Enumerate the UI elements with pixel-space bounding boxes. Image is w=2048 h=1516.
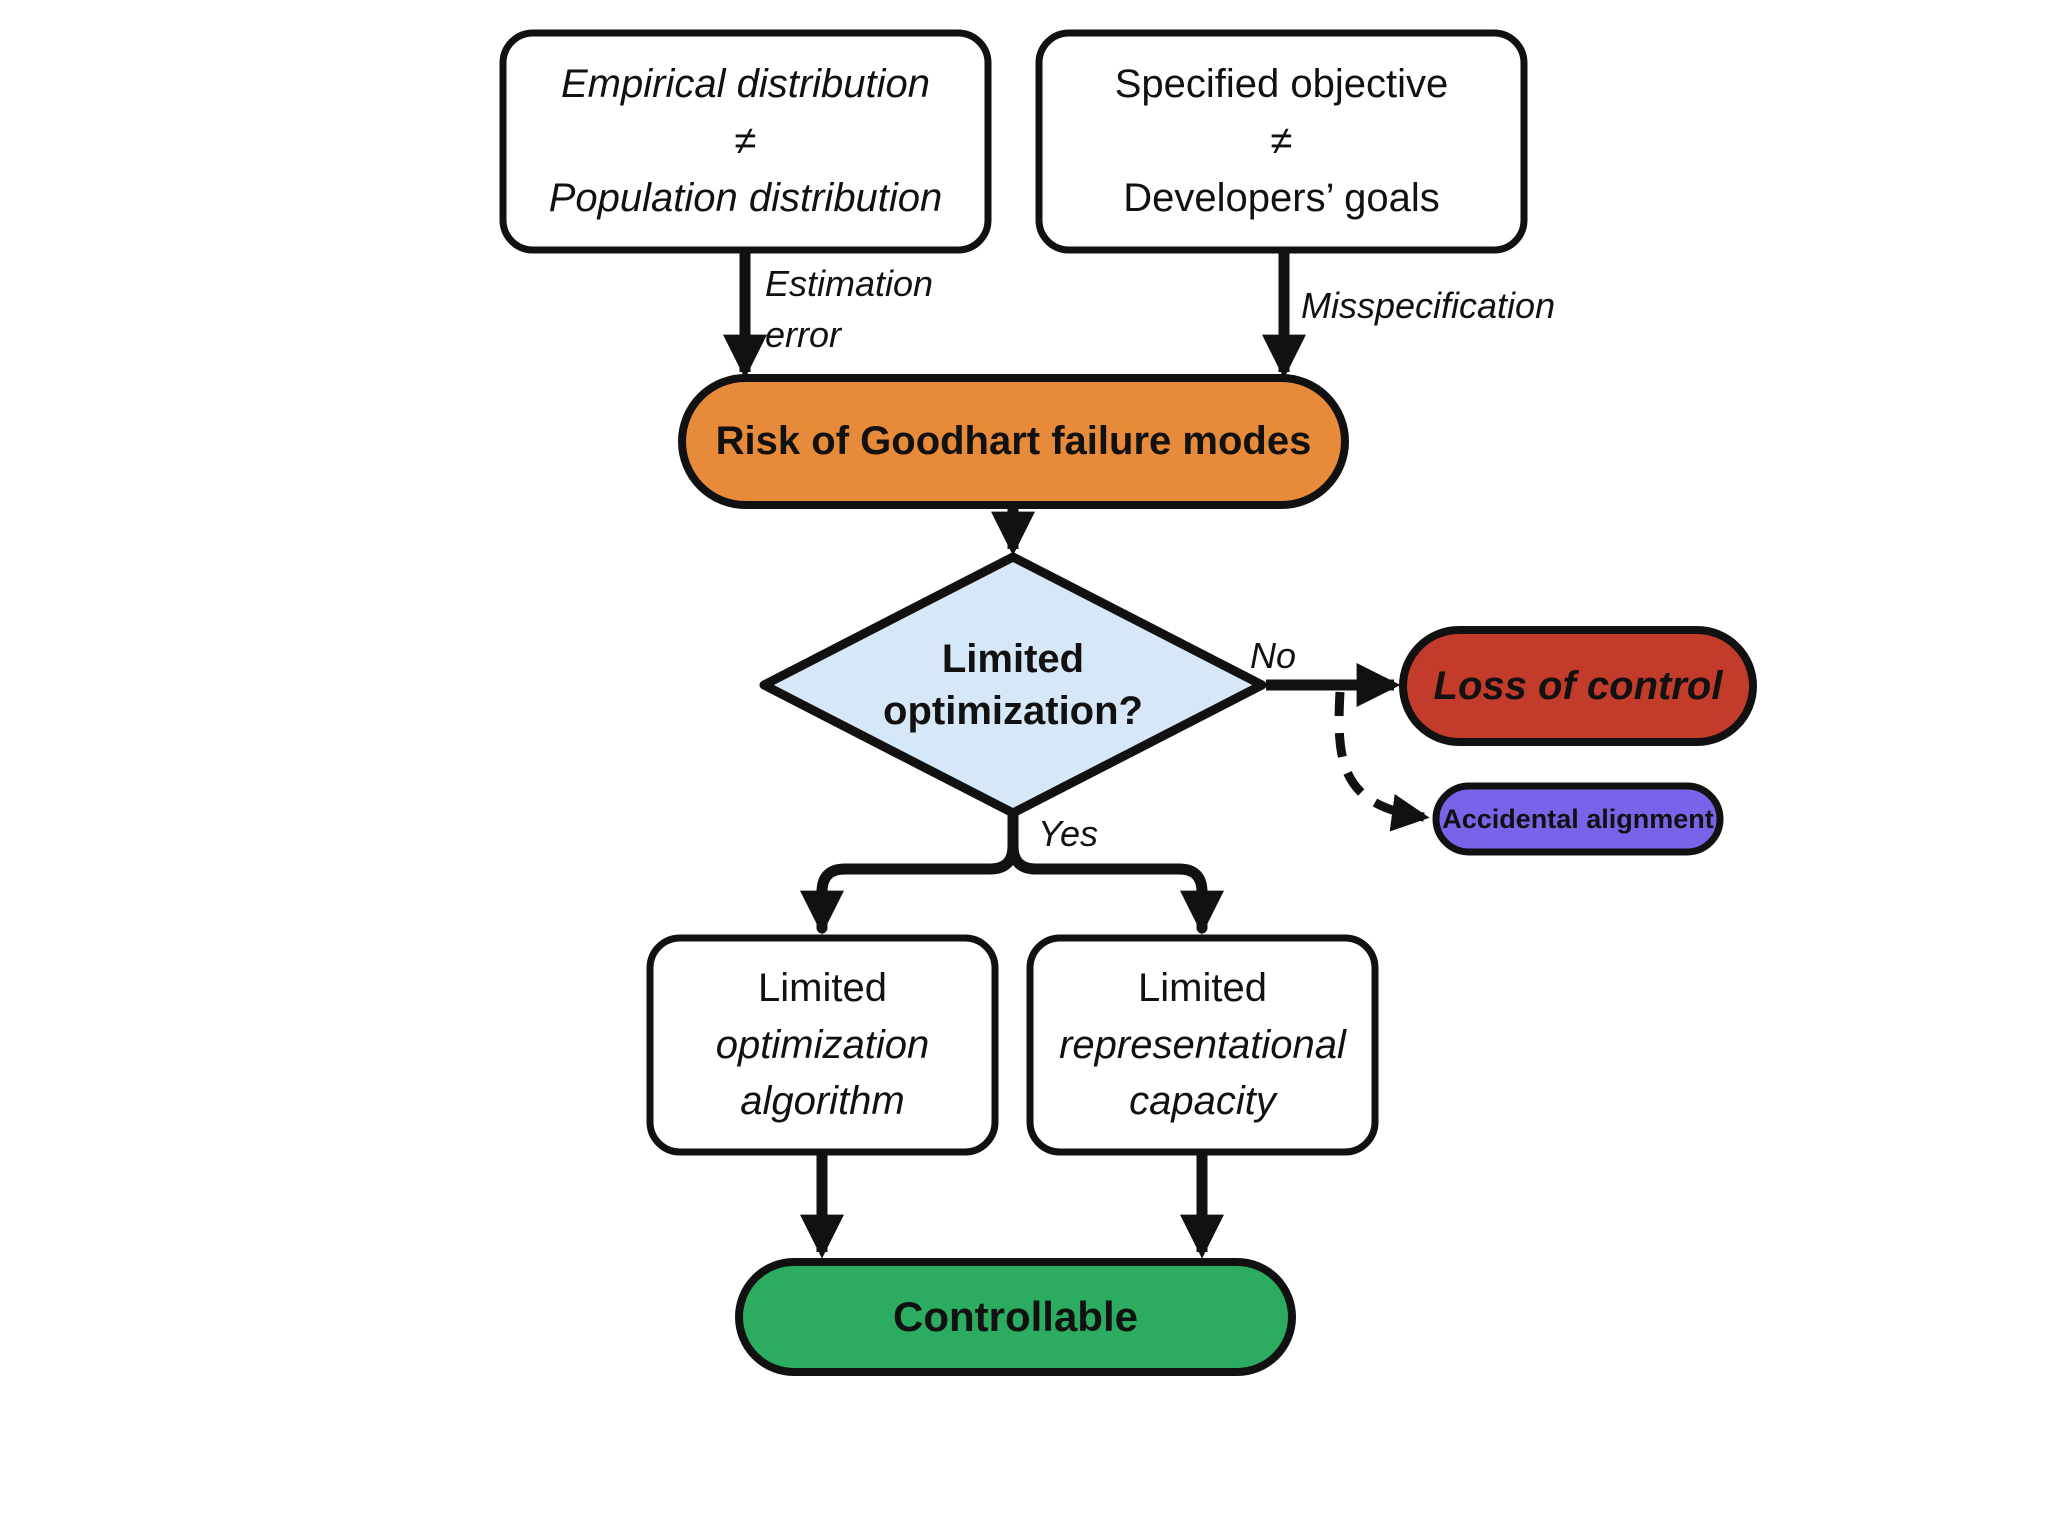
- node-decision-line2: optimization?: [883, 689, 1143, 733]
- node-limited-optimization-line2: optimization: [715, 1022, 930, 1067]
- node-empirical-distribution: [499, 29, 992, 254]
- node-limited-representation-line2: representational: [1059, 1022, 1346, 1067]
- edge-label-no: No: [1250, 635, 1297, 676]
- node-loss-of-control: [1399, 626, 1757, 746]
- arrow-dashed-to-accidental: [1334, 691, 1430, 832]
- node-specified-label: Specified objective ≠ Developers’ goals: [1039, 33, 1524, 250]
- node-specified-line3: Developers’ goals: [1123, 175, 1440, 220]
- node-empirical-line1: Empirical distribution: [560, 62, 931, 107]
- node-limited-optimization-label: Limited optimization algorithm: [650, 938, 995, 1152]
- node-controllable: [735, 1258, 1296, 1376]
- node-limited-optimization-line3: algorithm: [740, 1079, 905, 1124]
- node-limited-optimization-line1: Limited: [758, 965, 887, 1010]
- node-controllable-label: Controllable: [892, 1293, 1138, 1340]
- node-empirical-line3: Population distribution: [548, 175, 943, 220]
- node-accidental-label: Accidental alignment: [1442, 803, 1714, 834]
- node-limited-representational-capacity: [1026, 934, 1379, 1156]
- edge-label-yes: Yes: [1038, 813, 1099, 854]
- node-risk-of-goodhart: [678, 374, 1349, 509]
- edge-label-estimation-error: Estimation error: [765, 258, 933, 360]
- node-risk-label: Risk of Goodhart failure modes: [715, 419, 1312, 463]
- edge-label-estimation-line1: Estimation: [765, 263, 934, 304]
- node-empirical-label: Empirical distribution ≠ Population dist…: [503, 33, 988, 250]
- node-decision-line1: Limited: [941, 637, 1085, 681]
- edge-label-estimation-line2: error: [765, 314, 842, 356]
- node-limited-representation-line3: capacity: [1129, 1079, 1276, 1124]
- node-specified-objective: [1035, 29, 1528, 254]
- arrow-yes-left-branch: [800, 805, 1019, 935]
- node-decision-label: Limited optimization?: [764, 557, 1262, 813]
- node-limited-representation-label: Limited representational capacity: [1030, 938, 1375, 1152]
- node-decision-limited-optimization: [759, 552, 1267, 818]
- node-loss-label: Loss of control: [1433, 663, 1723, 708]
- edge-label-misspecification: Misspecification: [1301, 285, 1556, 326]
- arrow-yes-right-branch: [1007, 805, 1224, 935]
- node-limited-optimization-algorithm: [646, 934, 999, 1156]
- node-specified-line1: Specified objective: [1114, 62, 1449, 107]
- node-limited-representation-line1: Limited: [1138, 965, 1267, 1010]
- not-equal-symbol: ≠: [734, 119, 757, 164]
- node-accidental-alignment: [1432, 782, 1724, 856]
- not-equal-symbol: ≠: [1270, 119, 1293, 164]
